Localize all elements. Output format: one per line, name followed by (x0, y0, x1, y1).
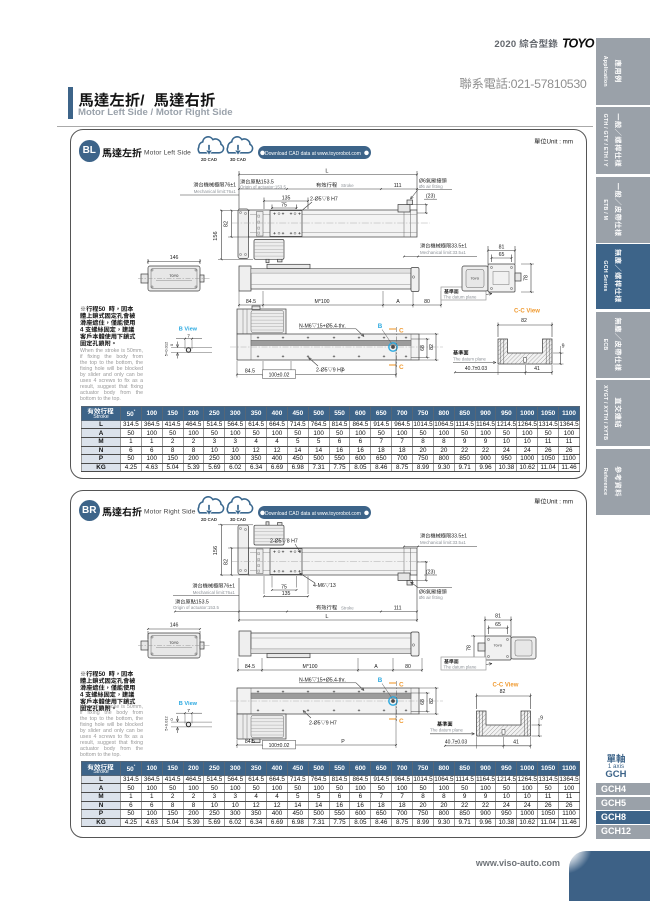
svg-text:GCH: GCH (605, 769, 626, 780)
svg-text::021-57810530: :021-57810530 (508, 77, 587, 91)
svg-text:2020: 2020 (494, 39, 516, 50)
svg-text:TOYO: TOYO (562, 37, 595, 51)
svg-text:1 axis: 1 axis (608, 763, 624, 770)
